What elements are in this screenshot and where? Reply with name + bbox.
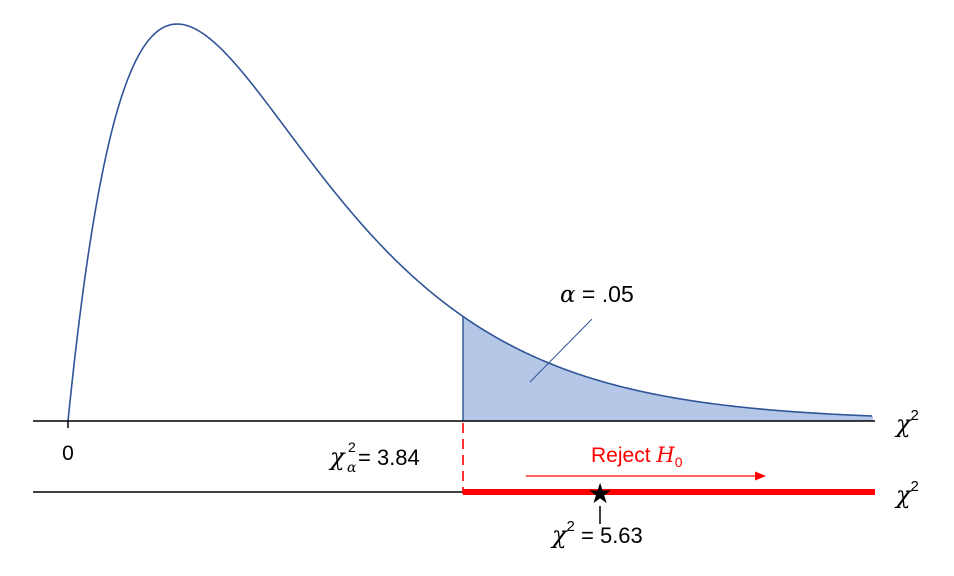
bottom-axis-label: χ2 <box>894 478 919 509</box>
reject-arrow-head <box>755 471 766 481</box>
svg-text:α: α <box>347 460 357 476</box>
svg-text:χ: χ <box>328 443 346 471</box>
alpha-label: α = .05 <box>560 281 634 308</box>
reject-h0-label: Reject H0 <box>591 443 683 470</box>
top-axis-label: χ2 <box>894 407 919 438</box>
rejection-area <box>463 316 873 421</box>
svg-text:= 3.84: = 3.84 <box>358 445 420 470</box>
star-icon: ★ <box>587 477 612 510</box>
critical-value-label: χ 2 α = 3.84 <box>328 439 420 476</box>
svg-text:2: 2 <box>348 439 356 455</box>
alpha-pointer-line <box>529 318 593 383</box>
origin-label: 0 <box>62 442 74 465</box>
test-statistic-label: χ2 = 5.63 <box>550 518 643 549</box>
density-curve <box>67 23 873 422</box>
